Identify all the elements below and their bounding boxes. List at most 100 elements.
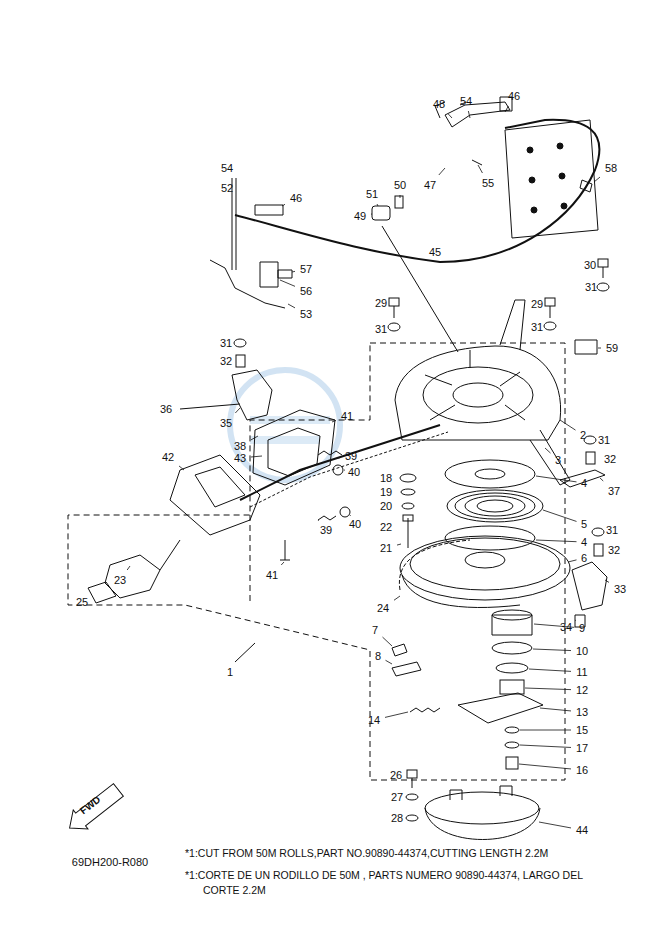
callout-number: 52 <box>221 183 233 194</box>
drawing-stroke <box>230 370 340 480</box>
drawing-stroke <box>406 815 418 821</box>
drawing-stroke <box>425 792 539 824</box>
drawing-stroke <box>170 455 260 535</box>
callout-number: 51 <box>366 189 378 200</box>
leader-line <box>598 348 601 349</box>
drawing-stroke <box>403 515 413 521</box>
drawing-stroke <box>492 642 532 654</box>
leader-line <box>394 596 400 600</box>
drawing-stroke <box>594 544 603 556</box>
callout-number: 50 <box>394 180 406 191</box>
upper-linkage <box>372 97 512 220</box>
callout-number: 11 <box>576 667 587 678</box>
rope-handle <box>170 455 260 535</box>
drawing-stroke <box>318 516 336 520</box>
callout-number: 32 <box>604 454 616 465</box>
drawing-stroke <box>232 370 272 420</box>
drawing-stroke <box>529 177 535 183</box>
callout-number: 31 <box>220 338 232 349</box>
callout-number: 36 <box>160 404 172 415</box>
callout-number: 46 <box>508 91 520 102</box>
callout-number: 42 <box>162 452 174 463</box>
arrow-outline <box>61 779 127 839</box>
drawing-stroke <box>505 120 598 238</box>
watermark-logo <box>230 370 340 480</box>
drawing-stroke <box>597 283 609 291</box>
callout-number: 16 <box>576 765 588 776</box>
drawing-stroke <box>407 770 417 778</box>
callout-number: 30 <box>584 260 596 271</box>
drawing-stroke <box>453 383 503 407</box>
drawing-stroke <box>557 143 563 149</box>
callout-number: 22 <box>380 522 392 533</box>
starter-rope-2 <box>250 432 448 507</box>
drawing-stroke <box>278 270 292 278</box>
drawing-stroke <box>400 474 416 482</box>
callout-number: 39 <box>345 451 357 462</box>
drawing-stroke <box>492 610 532 620</box>
callout-number: 31 <box>606 525 618 536</box>
decal <box>575 340 597 354</box>
leader-line <box>377 204 378 206</box>
leader-line <box>575 620 577 622</box>
leader-line <box>536 476 577 482</box>
cable-to-housing <box>382 226 458 352</box>
callout-number: 21 <box>380 543 392 554</box>
leader-line <box>525 688 571 690</box>
callout-number: 1 <box>227 667 233 678</box>
drawing-stroke <box>408 518 409 548</box>
engine-plate <box>505 120 598 238</box>
small-springs <box>280 451 350 560</box>
drawing-stroke <box>492 615 532 635</box>
group-bracket <box>250 515 251 605</box>
leader-line <box>533 649 571 651</box>
drawing-stroke <box>392 662 421 676</box>
leader-line <box>448 114 452 118</box>
leader-line <box>280 280 295 286</box>
drawing-code: 69DH200-R080 <box>72 857 148 868</box>
drawing-stroke <box>236 355 245 367</box>
drawing-stroke <box>550 306 551 318</box>
leader-line <box>127 566 130 570</box>
callout-number: 29 <box>531 299 543 310</box>
callout-number: 43 <box>234 453 246 464</box>
drawing-stroke <box>465 496 525 516</box>
drawing-stroke <box>531 207 537 213</box>
leader-line <box>235 408 240 413</box>
leader-line <box>478 165 482 173</box>
drawing-stroke <box>530 430 570 485</box>
start-cable <box>235 120 599 262</box>
drawing-stroke <box>195 467 245 507</box>
drawing-stroke <box>395 346 561 440</box>
callout-number: 44 <box>576 825 588 836</box>
drawing-stroke <box>572 562 607 610</box>
callout-number: 37 <box>608 486 620 497</box>
callout-number: 25 <box>76 597 88 608</box>
callout-number: 34 <box>560 622 572 633</box>
guide-bracket <box>180 370 272 420</box>
callout-number: 18 <box>380 473 392 484</box>
drawing-stroke <box>500 680 524 694</box>
drawing-stroke <box>592 528 604 536</box>
callout-number: 41 <box>341 411 353 422</box>
leader-line <box>251 456 262 457</box>
callout-number: 35 <box>220 418 232 429</box>
drawing-stroke <box>475 469 505 479</box>
leader-line <box>338 457 340 458</box>
leader-line <box>600 478 603 481</box>
leader-line <box>594 177 600 182</box>
drive-cup <box>406 770 540 840</box>
leader-line <box>536 540 577 542</box>
callout-number: 32 <box>608 545 620 556</box>
drawing-stroke <box>255 205 283 287</box>
drawing-stroke <box>465 552 505 568</box>
callout-number: 41 <box>266 570 278 581</box>
leader-line <box>383 637 393 646</box>
drawing-stroke <box>394 306 395 318</box>
leader-line <box>350 515 351 517</box>
callout-number: 40 <box>349 519 361 530</box>
direction-arrow: FWD <box>61 779 127 839</box>
callout-number: 56 <box>300 286 312 297</box>
callout-number: 31 <box>531 322 543 333</box>
coiled-rope <box>399 540 470 590</box>
